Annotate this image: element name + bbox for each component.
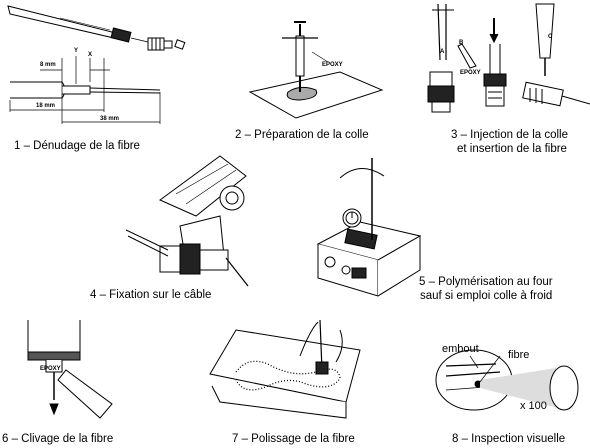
panel-8-inspection-illustration	[435, 349, 579, 411]
dim-18mm-label: 18 mm	[36, 103, 56, 109]
dim-8mm-label: 8 mm	[40, 62, 56, 68]
zoom-label: x 100	[520, 400, 547, 412]
caption-step-6: 6 – Clivage de la fibre	[2, 433, 114, 445]
fibre-label: fibre	[508, 349, 530, 361]
panel-7-polishing-illustration	[209, 319, 361, 419]
dim-y-label: Y	[74, 48, 79, 54]
panel-2-glue-illustration	[248, 21, 384, 119]
tag-b: B	[459, 40, 464, 46]
embout-label: embout	[442, 343, 479, 355]
epoxy-tag-step-2: EPOXY	[322, 62, 343, 68]
caption-step-2: 2 – Préparation de la colle	[235, 129, 369, 141]
caption-step-8: 8 – Inspection visuelle	[452, 433, 566, 445]
panel-6-cleaving-illustration	[27, 320, 113, 419]
thermometer-icon	[342, 208, 362, 228]
panel-1-stripping-illustration	[7, 5, 186, 124]
caption-step-3-line-1: 3 – Injection de la colle	[451, 129, 568, 141]
caption-step-7: 7 – Polissage de la fibre	[232, 433, 355, 445]
epoxy-tag-step-3: EPOXY	[460, 70, 481, 76]
fiber-connector-icon	[147, 37, 186, 51]
tag-a: A	[440, 49, 445, 55]
tag-c: C	[548, 34, 553, 40]
epoxy-tag-step-6: EPOXY	[40, 366, 61, 372]
caption-step-1: 1 – Dénudage de la fibre	[14, 140, 140, 152]
caption-step-3-line-2: et insertion de la fibre	[457, 143, 567, 155]
panel-4-crimping-illustration	[125, 155, 249, 287]
caption-step-5-line-2: sauf si emploi colle à froid	[420, 290, 553, 302]
panel-3-injection-illustration	[427, 3, 590, 113]
panel-5-oven-illustration	[316, 158, 422, 297]
caption-step-4: 4 – Fixation sur le câble	[90, 289, 212, 301]
caption-step-5-line-1: 5 – Polymérisation au four	[419, 276, 553, 288]
dim-x-label: X	[88, 52, 93, 58]
dim-38mm-label: 38 mm	[100, 116, 120, 122]
